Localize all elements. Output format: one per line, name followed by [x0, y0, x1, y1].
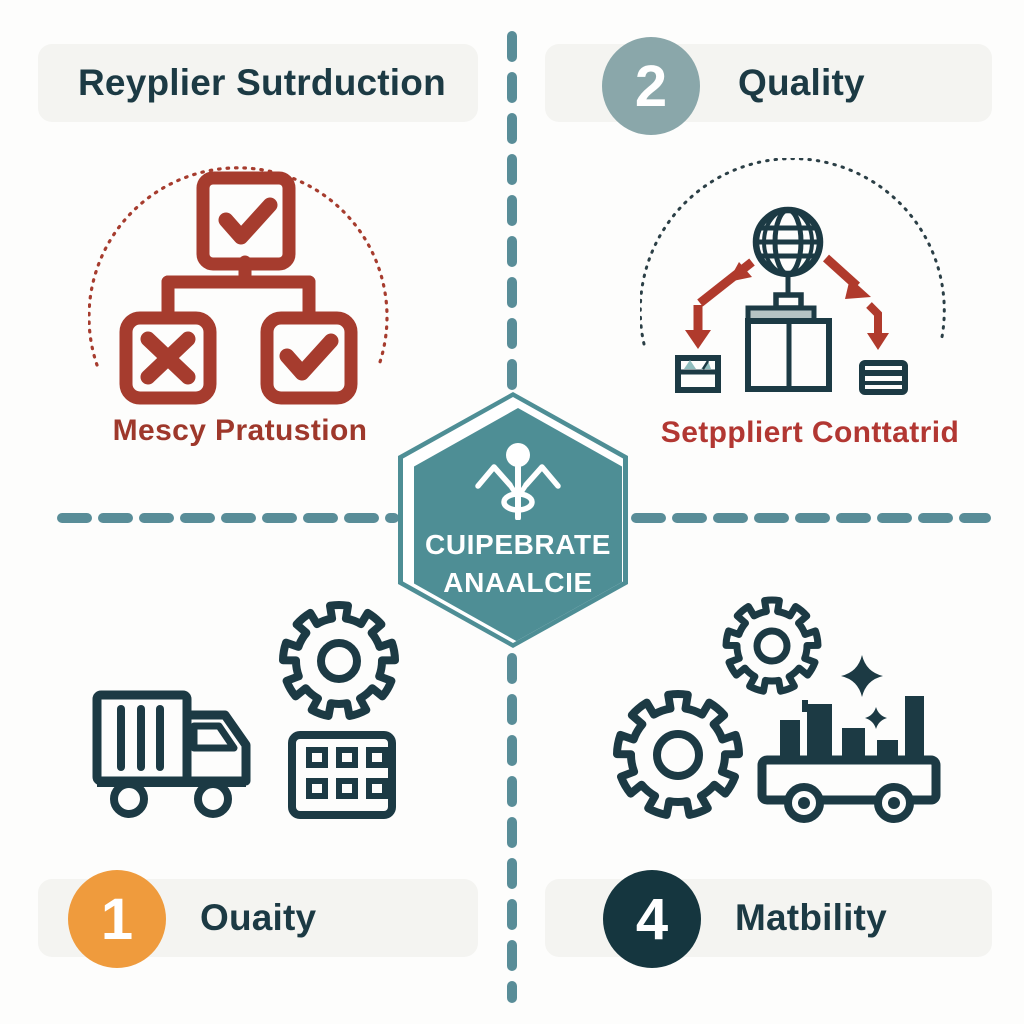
step-1-badge: 1 — [68, 870, 166, 968]
step-1-number: 1 — [100, 886, 134, 952]
cabinet-icon — [745, 274, 832, 392]
step-2-number: 2 — [634, 53, 668, 119]
step-4-number: 4 — [635, 886, 669, 952]
decision-flowchart-icon — [88, 166, 389, 405]
step-2-badge: 2 — [602, 37, 700, 135]
gear-icon — [279, 600, 399, 720]
open-box-icon — [675, 355, 721, 393]
top-left-caption: Mescy Pratustion — [112, 414, 368, 447]
arrow-down-left — [685, 258, 755, 349]
dotted-arc — [88, 166, 389, 367]
gear-icon — [613, 690, 743, 819]
gear-icon — [722, 596, 822, 695]
top-right-header-label: Quality — [738, 62, 865, 103]
card-icon — [859, 360, 908, 395]
bottom-left-icons — [92, 600, 399, 819]
dotted-arc — [640, 158, 946, 346]
x-icon — [140, 331, 196, 385]
bottom-right-icons — [613, 596, 941, 823]
keypad-icon — [288, 731, 396, 819]
center-title-line2: ANAALCIE — [443, 566, 593, 598]
truck-icon — [92, 690, 251, 818]
check-icon — [218, 197, 278, 245]
flowchart-node-check-top — [196, 171, 296, 271]
global-distribution-icon — [640, 158, 946, 395]
cart-bar-chart-icon — [757, 696, 941, 823]
step-4-badge: 4 — [603, 870, 701, 968]
flowchart-node-x — [119, 311, 217, 405]
bottom-left-header-label: Ouaity — [200, 897, 317, 938]
globe-icon — [752, 206, 824, 278]
arrow-down-right — [822, 254, 889, 350]
bottom-right-header-label: Matbility — [735, 897, 887, 938]
center-title-line1: CUIPEBRATE — [425, 529, 611, 560]
top-right-caption: Setppliert Conttatrid — [660, 416, 960, 449]
abstract-figure-icon — [475, 443, 561, 520]
sparkle-icon — [865, 707, 887, 729]
flowchart-node-check — [260, 311, 358, 405]
check-icon — [279, 333, 339, 381]
top-left-header-label: Reyplier Sutrduction — [78, 62, 446, 103]
top-left-header-bar: Reyplier Sutrduction — [38, 44, 478, 122]
sparkle-icon — [841, 655, 883, 697]
hexagon-white-ring: CUIPEBRATE ANAALCIE — [403, 397, 623, 643]
